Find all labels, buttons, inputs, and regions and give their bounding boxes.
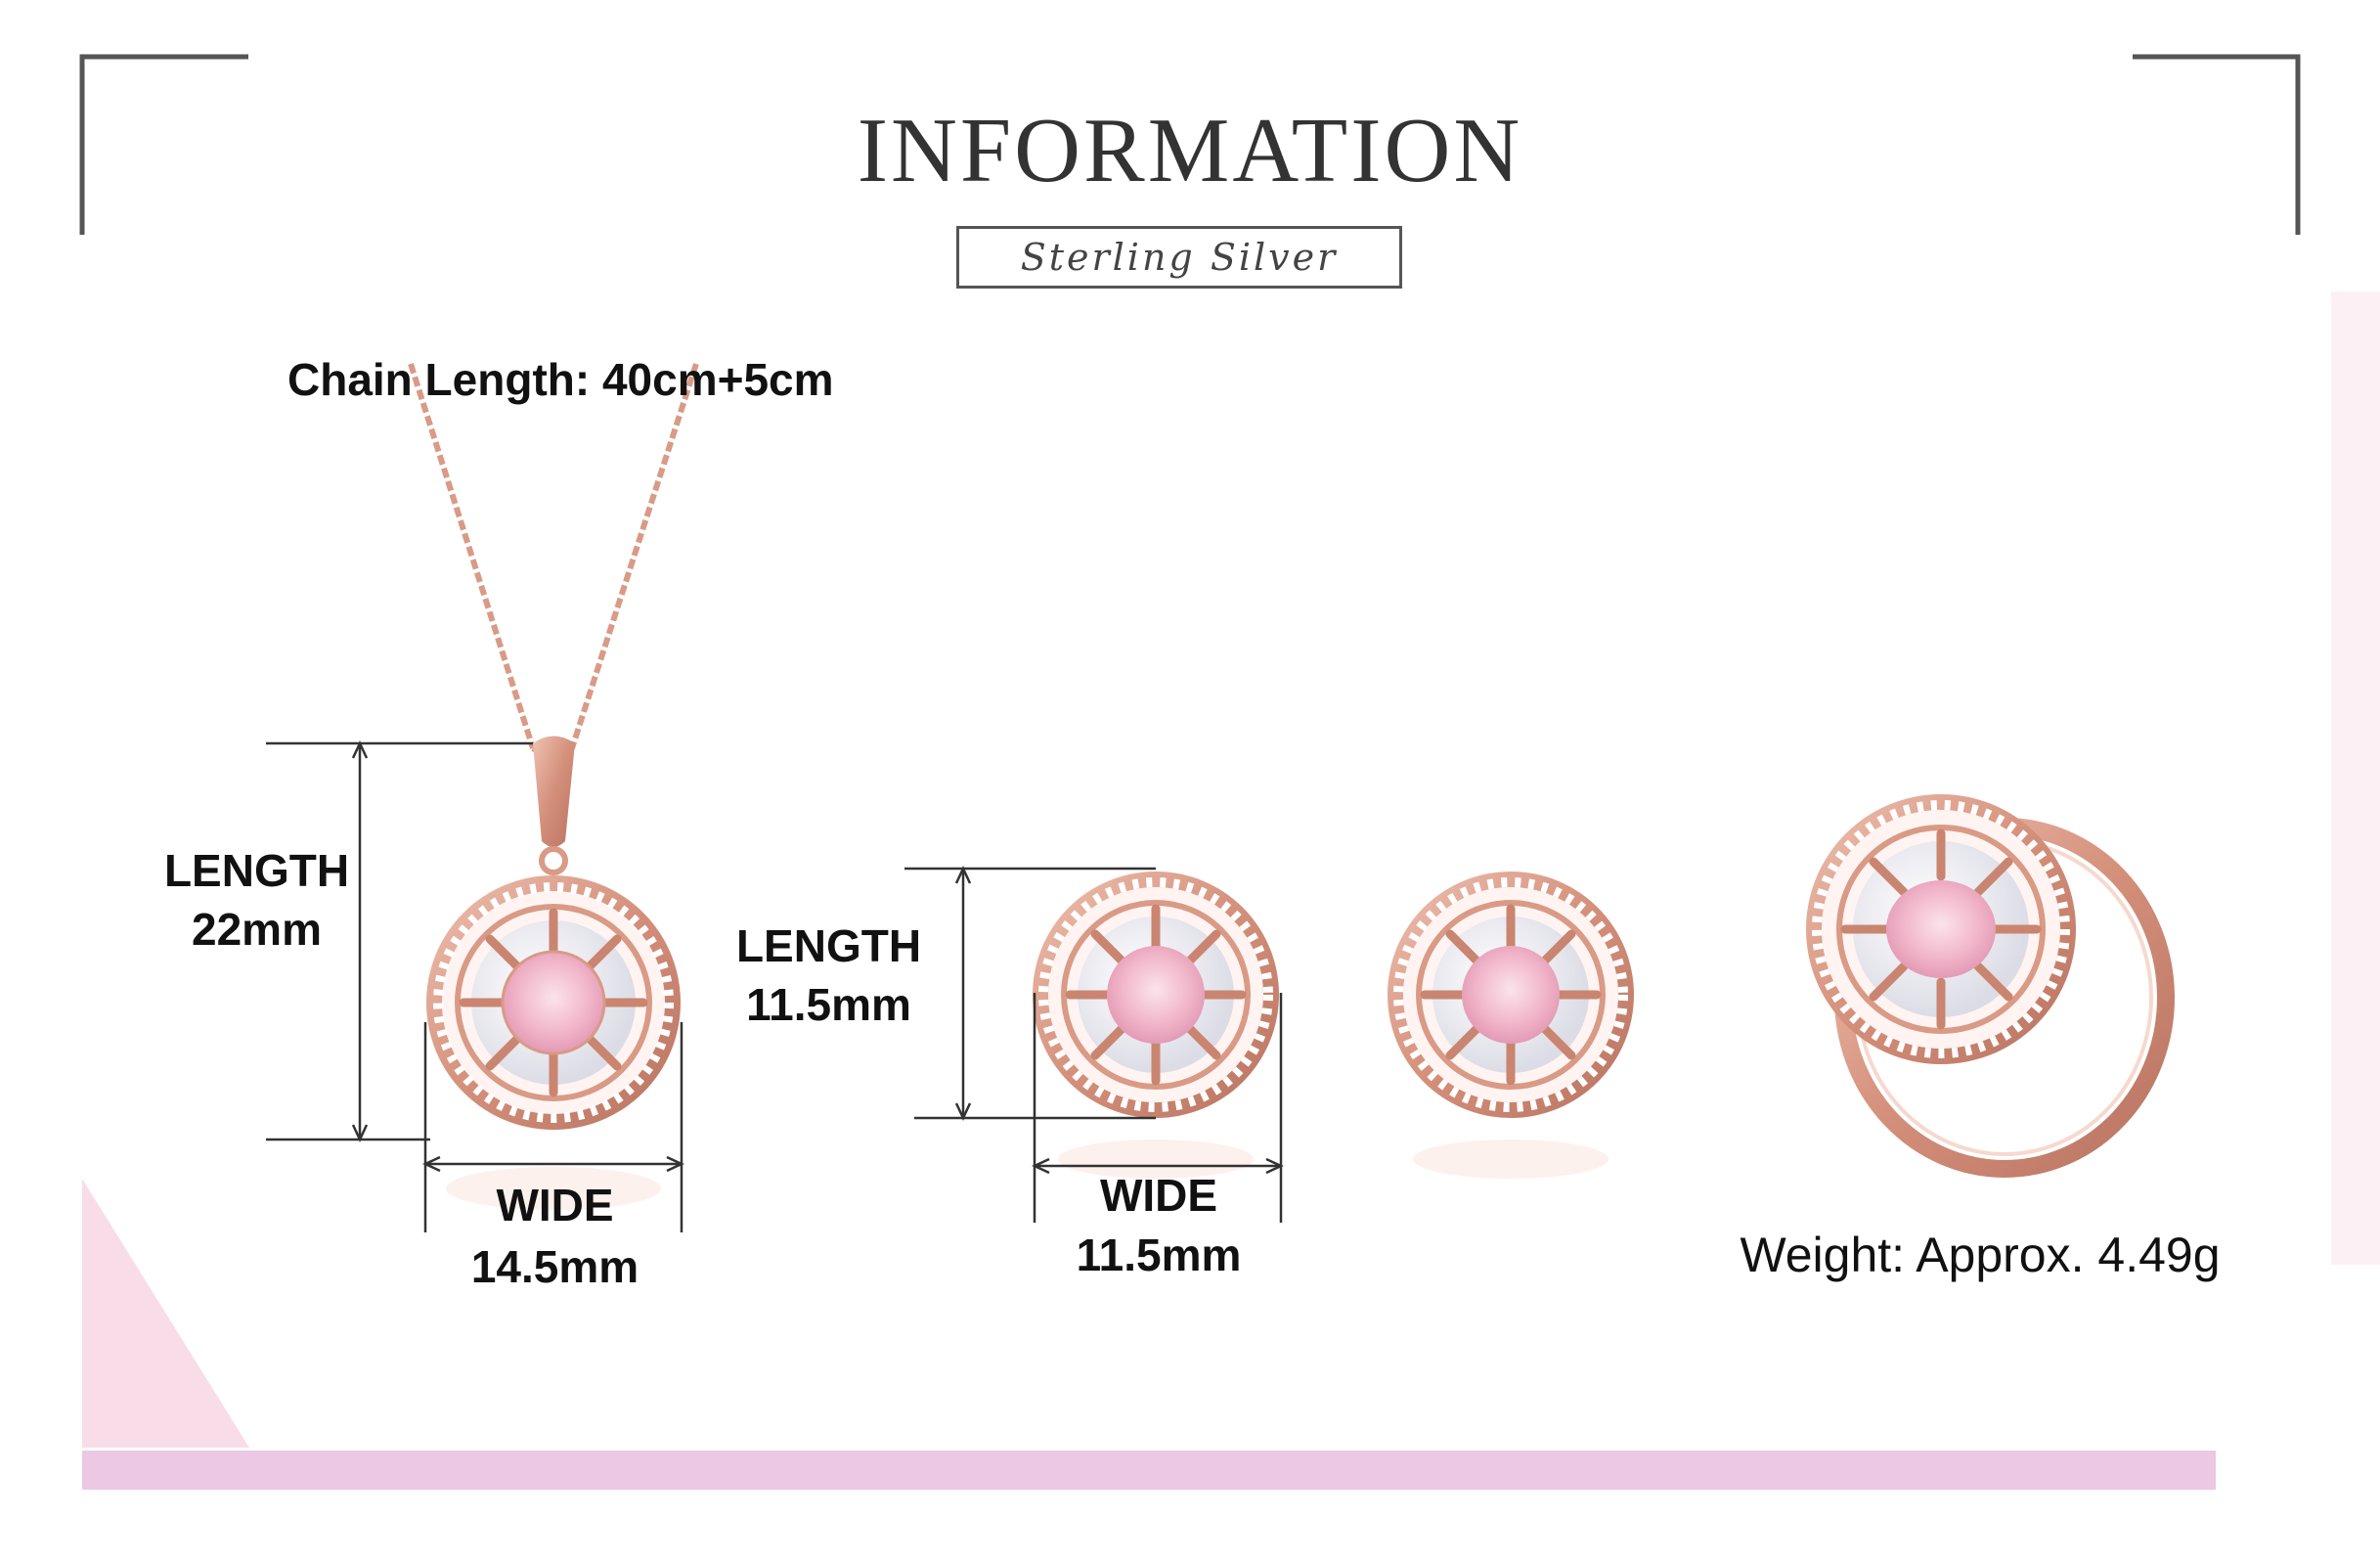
earring-length-label: LENGTH (735, 920, 922, 971)
necklace-wide-value: 14.5mm (470, 1241, 639, 1292)
earring-right (1388, 872, 1634, 1118)
necklace-bail (533, 736, 575, 847)
chain-length-label: Chain Length: 40cm+5cm (287, 354, 834, 405)
frame-corner-right (2133, 54, 2301, 235)
earring-length-value: 11.5mm (746, 979, 911, 1030)
necklace-jump-ring (539, 846, 568, 875)
frame-corner-left (79, 54, 248, 235)
earring-wide-value: 11.5mm (1076, 1230, 1242, 1280)
ring (1806, 794, 2175, 1178)
necklace-pendant (426, 875, 681, 1130)
material-badge: Sterling Silver (956, 226, 1402, 289)
page-title: INFORMATION (857, 100, 1523, 201)
pink-triangle-decoration (82, 1179, 249, 1448)
necklace-chain (408, 363, 699, 759)
earring-left (1033, 872, 1279, 1118)
earring-wide-dimension (1032, 993, 1284, 1223)
necklace-wide-dimension (422, 1022, 684, 1232)
earring-wide-label: WIDE (1099, 1170, 1218, 1221)
necklace-length-label: LENGTH (163, 845, 350, 896)
necklace-reflection (446, 1167, 661, 1210)
pink-bottom-bar (82, 1451, 2216, 1490)
pink-side-band (2331, 291, 2380, 1265)
necklace-length-value: 22mm (192, 904, 322, 955)
ring-weight-label: Weight: Approx. 4.49g (1740, 1228, 2221, 1282)
necklace-wide-label: WIDE (496, 1180, 614, 1230)
necklace-length-dimension (266, 740, 533, 1142)
